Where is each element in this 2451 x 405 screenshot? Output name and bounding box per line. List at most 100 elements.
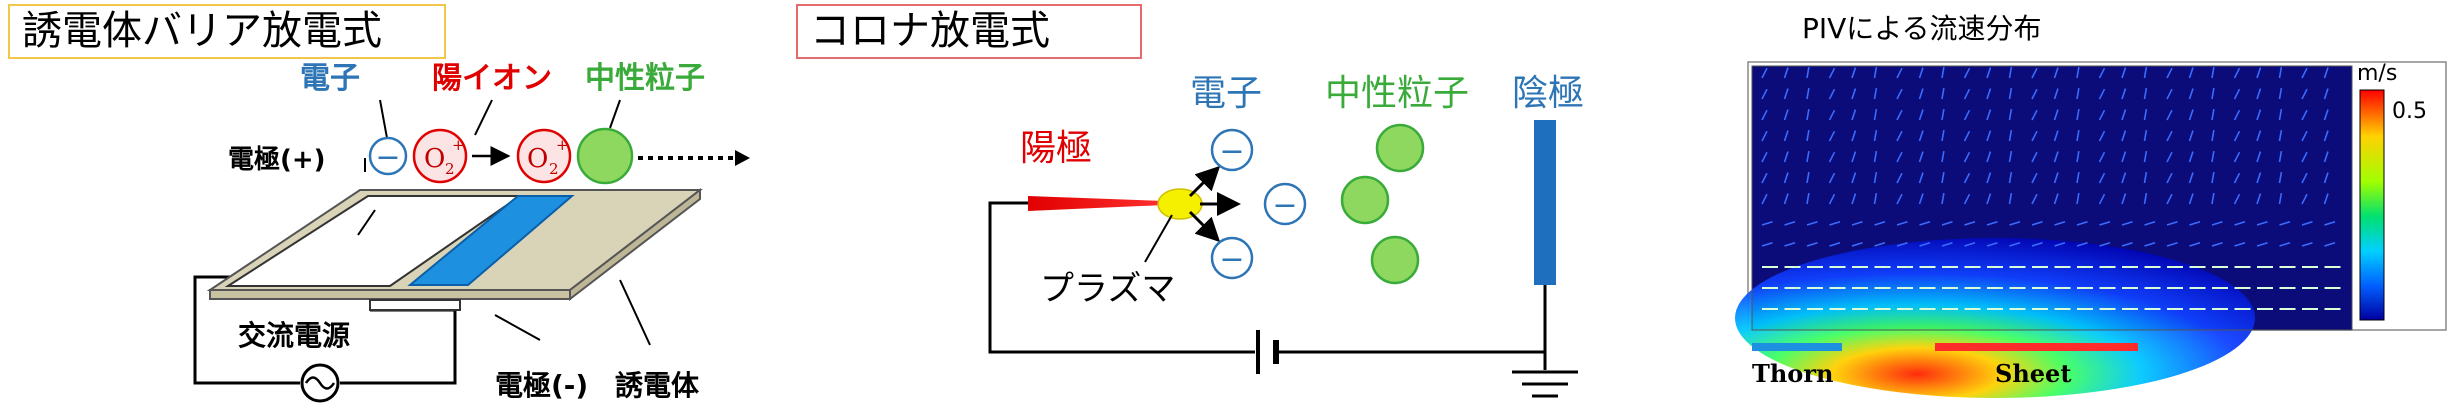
piv-vector-arrow: [2233, 67, 2241, 79]
piv-vector-arrow: [2256, 109, 2262, 121]
piv-vector-arrow: [2121, 193, 2127, 205]
piv-vector-arrow: [1873, 109, 1878, 121]
piv-vector-arrow: [2211, 172, 2215, 184]
piv-vector-arrow: [1873, 151, 1878, 163]
thorn-marker: [1752, 343, 1842, 351]
piv-vector-arrow: [2031, 67, 2038, 79]
piv-vector-arrow: [1986, 130, 1992, 142]
piv-vector-arrow: [2189, 220, 2201, 226]
piv-vector-arrow: [1783, 130, 1789, 142]
piv-vector-arrow: [1851, 151, 1857, 163]
piv-vector-arrow: [2256, 193, 2262, 205]
piv-vector-arrow: [2256, 220, 2268, 226]
plasma-label: プラズマ: [1040, 269, 1175, 309]
piv-vector-arrow: [1963, 151, 1971, 163]
piv-vector-arrow: [1873, 67, 1878, 79]
piv-vector-arrow: [2278, 67, 2283, 79]
piv-vector-arrow: [2211, 151, 2215, 163]
piv-vector-arrow: [1941, 193, 1945, 205]
piv-vector-arrow: [2233, 130, 2241, 142]
piv-vector-arrow: [2053, 172, 2059, 184]
piv-vector-arrow: [1761, 193, 1768, 205]
piv-vector-arrow: [1873, 130, 1878, 142]
piv-vector-arrow: [1963, 193, 1971, 205]
sheet-marker: [1935, 343, 2138, 351]
piv-vector-arrow: [2121, 151, 2127, 163]
piv-vector-field: [1761, 67, 2341, 310]
sine-wave-icon: [304, 376, 336, 390]
piv-vector-arrow: [2076, 88, 2080, 100]
piv-vector-arrow: [2233, 88, 2241, 100]
corona-electron-minus-1: −: [1219, 134, 1244, 169]
piv-flow-band: [1735, 238, 2255, 398]
piv-vector-arrow: [2188, 172, 2194, 184]
piv-vector-arrow: [2256, 172, 2262, 184]
piv-vector-arrow: [1851, 88, 1857, 100]
corona-electron-icon-1: [1210, 128, 1254, 172]
piv-vector-arrow: [2234, 241, 2246, 247]
piv-vector-arrow: [1761, 88, 1768, 100]
cation-sup-2: +: [556, 136, 569, 154]
electrode-plus-pointer: [357, 209, 376, 236]
piv-vector-arrow: [2256, 241, 2268, 247]
piv-vector-arrow: [2323, 88, 2329, 100]
piv-vector-arrow: [2301, 220, 2313, 226]
piv-vector-arrow: [2031, 241, 2043, 247]
piv-vector-arrow: [1851, 220, 1863, 226]
piv-vector-arrow: [2053, 67, 2059, 79]
piv-vector-arrow: [2031, 88, 2038, 100]
flow-arrowhead: [735, 150, 750, 166]
neutral-leader: [609, 99, 621, 129]
piv-vector-arrow: [2098, 67, 2106, 79]
piv-vector-arrow: [2166, 220, 2178, 226]
piv-vector-arrow: [1806, 172, 1810, 184]
piv-vector-arrow: [2211, 220, 2223, 226]
corona-neutral-icon-1: [1375, 123, 1425, 173]
piv-vector-arrow: [2188, 151, 2194, 163]
piv-vector-arrow: [1941, 220, 1953, 226]
cation-sup-1: +: [452, 136, 465, 154]
piv-vector-arrow: [1761, 130, 1768, 142]
piv-vector-arrow: [1963, 88, 1971, 100]
piv-vector-arrow: [1783, 88, 1789, 100]
piv-vector-arrow: [1851, 67, 1857, 79]
piv-vector-arrow: [2121, 241, 2133, 247]
piv-vector-arrow: [1828, 193, 1836, 205]
piv-vector-arrow: [2053, 193, 2059, 205]
dbd-diagram: − O 2 + O 2 + 電子 陽イオン 中性粒子 電極(+) 交流電源 電極…: [193, 61, 750, 403]
piv-vector-arrow: [2323, 193, 2329, 205]
electron-leader: [379, 99, 388, 139]
piv-vector-arrow: [1918, 151, 1924, 163]
piv-vector-arrow: [1806, 220, 1818, 226]
electrode-minus-plate: [369, 299, 461, 311]
piv-vector-arrow: [2031, 220, 2043, 226]
anode-needle: [1028, 196, 1165, 211]
piv-vector-arrow: [2054, 220, 2066, 226]
piv-vector-arrow: [2166, 109, 2173, 121]
piv-vector-arrow: [1986, 172, 1992, 184]
piv-vector-arrow: [2189, 241, 2201, 247]
piv-vector-arrow: [1829, 241, 1841, 247]
piv-vector-arrow: [1963, 109, 1971, 121]
piv-vector-arrow: [2076, 67, 2080, 79]
piv-vector-arrow: [1829, 220, 1841, 226]
piv-vector-arrow: [2188, 88, 2194, 100]
corona-wire-right: [1279, 285, 1547, 354]
dielectric-edge: [209, 289, 571, 300]
dbd-wire-right: [340, 308, 457, 385]
piv-vector-arrow: [1761, 172, 1768, 184]
piv-vector-arrow: [2301, 172, 2308, 184]
piv-vector-arrow: [2098, 88, 2106, 100]
piv-vector-arrow: [1761, 67, 1768, 79]
piv-vector-arrow: [1828, 88, 1836, 100]
electrode-plus-label: 電極(+): [228, 145, 326, 175]
piv-vector-arrow: [2323, 67, 2329, 79]
ion-leader: [474, 99, 493, 136]
dielectric-leader: [619, 279, 651, 346]
piv-vector-arrow: [1964, 241, 1976, 247]
piv-vector-arrow: [2211, 88, 2215, 100]
piv-vector-arrow: [2009, 220, 2021, 226]
cathode-bar: [1534, 120, 1556, 285]
piv-vector-arrow: [1806, 109, 1810, 121]
piv-vector-arrow: [2143, 172, 2148, 184]
